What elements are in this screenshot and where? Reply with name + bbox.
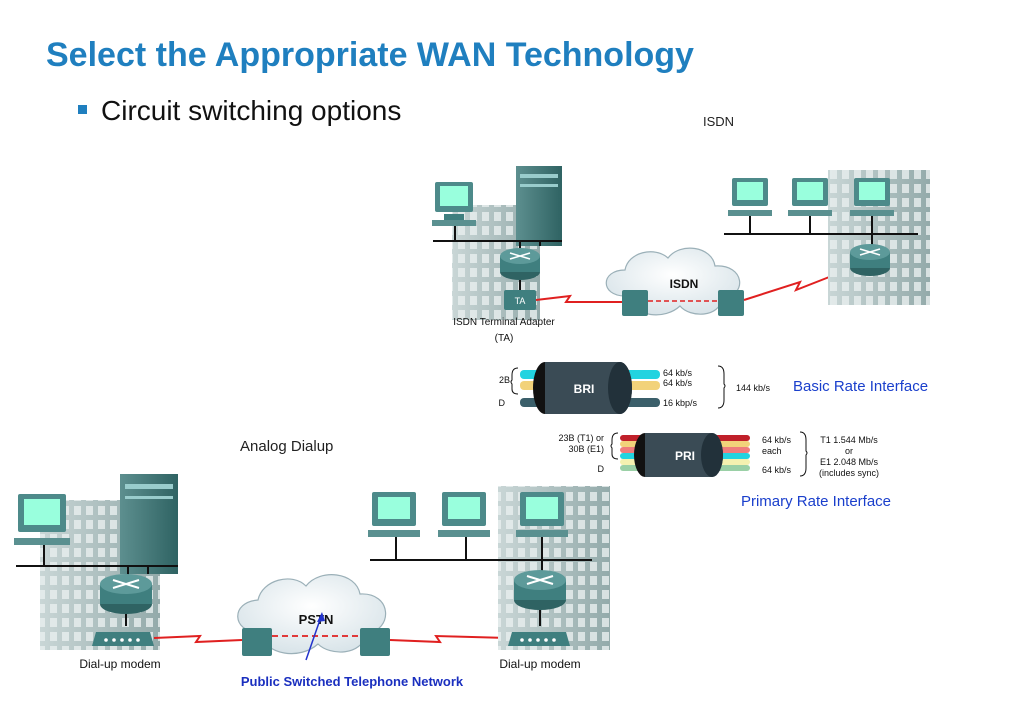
pri-rate-each2: each (762, 446, 782, 456)
pc-icon (728, 178, 772, 216)
pri-cable (620, 433, 750, 477)
pc-icon (850, 178, 894, 216)
modem-right-label: Dial-up modem (499, 657, 580, 671)
brace-icon (799, 431, 808, 477)
pri-total2: or (845, 446, 853, 456)
isdn-heading: ISDN (703, 114, 734, 129)
bri-left-2b: 2B (499, 375, 510, 385)
bri-rate1: 64 kb/s (663, 368, 693, 378)
pri-total3: E1 2.048 Mb/s (820, 457, 879, 467)
pri-total4: (includes sync) (819, 468, 879, 478)
bri-rate2: 64 kb/s (663, 378, 693, 388)
server-tower-icon (120, 474, 178, 574)
pri-name: Primary Rate Interface (741, 493, 891, 510)
router-icon (100, 574, 152, 614)
isdn-right-site (724, 170, 930, 305)
ta-caption-line2: (TA) (495, 333, 514, 344)
pri-left-d: D (598, 464, 605, 474)
pc-icon (368, 492, 420, 537)
bullet-item: Circuit switching options (78, 95, 401, 127)
analog-heading: Analog Dialup (240, 438, 333, 455)
brace-icon (510, 367, 519, 395)
pc-icon (516, 492, 568, 537)
pstn-link-right (389, 634, 509, 644)
isdn-switch-right-icon (718, 290, 744, 316)
isdn-switch-left-icon (622, 290, 648, 316)
bri-name: Basic Rate Interface (793, 378, 928, 395)
pc-icon (788, 178, 832, 216)
bri-rate-d: 16 kbp/s (663, 398, 698, 408)
ta-caption-line1: ISDN Terminal Adapter (453, 317, 555, 328)
pri-rate-each1: 64 kb/s (762, 435, 792, 445)
isdn-link-left (535, 294, 622, 303)
pri-left-line2: 30B (E1) (568, 444, 604, 454)
bullet-text: Circuit switching options (101, 95, 402, 126)
analog-left-site (14, 474, 178, 650)
isdn-cloud-label: ISDN (670, 277, 699, 291)
pstn-cloud-label: PSTN (299, 612, 334, 627)
router-icon (850, 244, 890, 276)
bri-total: 144 kb/s (736, 383, 771, 393)
pstn-switch-left-icon (242, 628, 272, 656)
bri-left-d: D (499, 398, 506, 408)
terminal-adapter-icon (504, 290, 536, 310)
pstn-switch-right-icon (360, 628, 390, 656)
pri-total1: T1 1.544 Mb/s (820, 435, 878, 445)
isdn-link-right (743, 271, 843, 301)
pri-left-line1: 23B (T1) or (558, 433, 604, 443)
pc-icon (438, 492, 490, 537)
server-tower-icon (516, 166, 562, 246)
pc-icon (432, 182, 476, 226)
slide-title: Select the Appropriate WAN Technology (46, 36, 694, 74)
bri-label: BRI (574, 382, 595, 396)
pri-rate-d: 64 kb/s (762, 465, 792, 475)
pri-label: PRI (675, 449, 695, 463)
dialup-modem-icon (508, 632, 570, 646)
analog-right-site (368, 486, 610, 650)
modem-left-label: Dial-up modem (79, 657, 160, 671)
brace-icon (717, 365, 726, 409)
pc-icon (14, 494, 70, 545)
isdn-left-site: TA (432, 166, 562, 320)
dialup-modem-icon (92, 632, 154, 646)
bullet-square-icon (78, 105, 87, 115)
pstn-full-name: Public Switched Telephone Network (241, 674, 464, 689)
bri-cable (520, 362, 660, 414)
pstn-cloud (237, 574, 387, 655)
router-icon (514, 570, 566, 610)
pstn-link-left (153, 634, 243, 644)
ta-badge: TA (515, 296, 526, 306)
router-icon (500, 248, 540, 280)
brace-icon (610, 432, 619, 460)
